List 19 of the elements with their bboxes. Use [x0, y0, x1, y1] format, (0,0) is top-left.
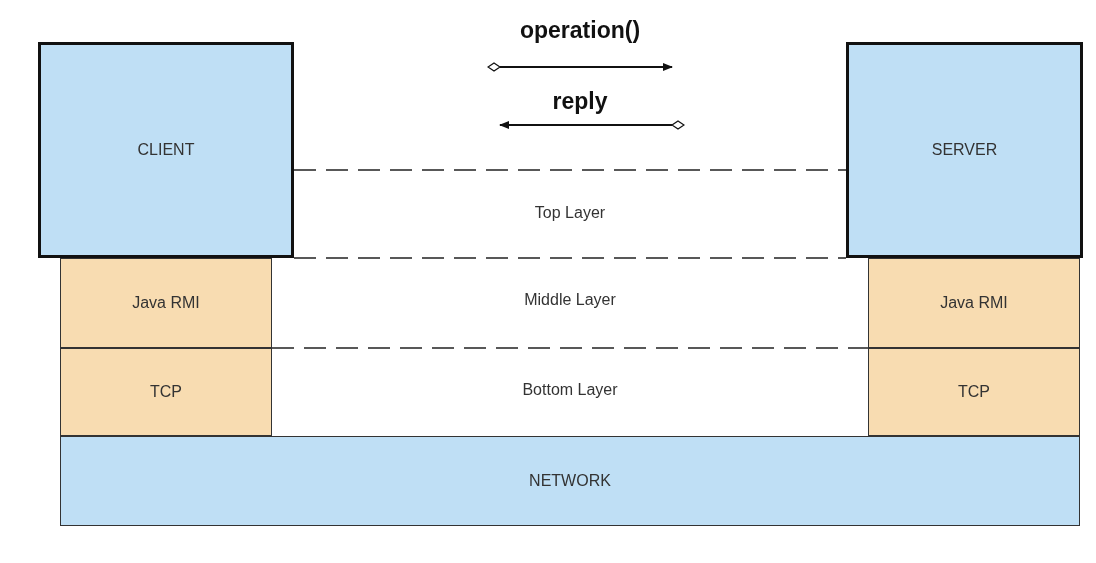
protocol-layer-box: [868, 258, 1080, 348]
message-label: reply: [552, 87, 608, 115]
layer-label: Middle Layer: [524, 291, 616, 309]
protocol-layer-box: [60, 258, 272, 348]
node-label: SERVER: [931, 141, 998, 159]
network-bar: [60, 436, 1080, 526]
protocol-layer-box: [868, 348, 1080, 436]
message-label: operation(): [519, 16, 641, 44]
node-label: NETWORK: [529, 472, 611, 490]
layer-label: Bottom Layer: [522, 381, 618, 399]
node-label: CLIENT: [137, 141, 195, 159]
host-box: [846, 42, 1083, 258]
layer-label: Top Layer: [534, 204, 606, 222]
node-label: Java RMI: [940, 294, 1008, 312]
node-label: Java RMI: [132, 294, 200, 312]
node-label: TCP: [150, 383, 182, 401]
protocol-layer-box: [60, 348, 272, 436]
node-label: TCP: [958, 383, 990, 401]
host-box: [38, 42, 294, 258]
